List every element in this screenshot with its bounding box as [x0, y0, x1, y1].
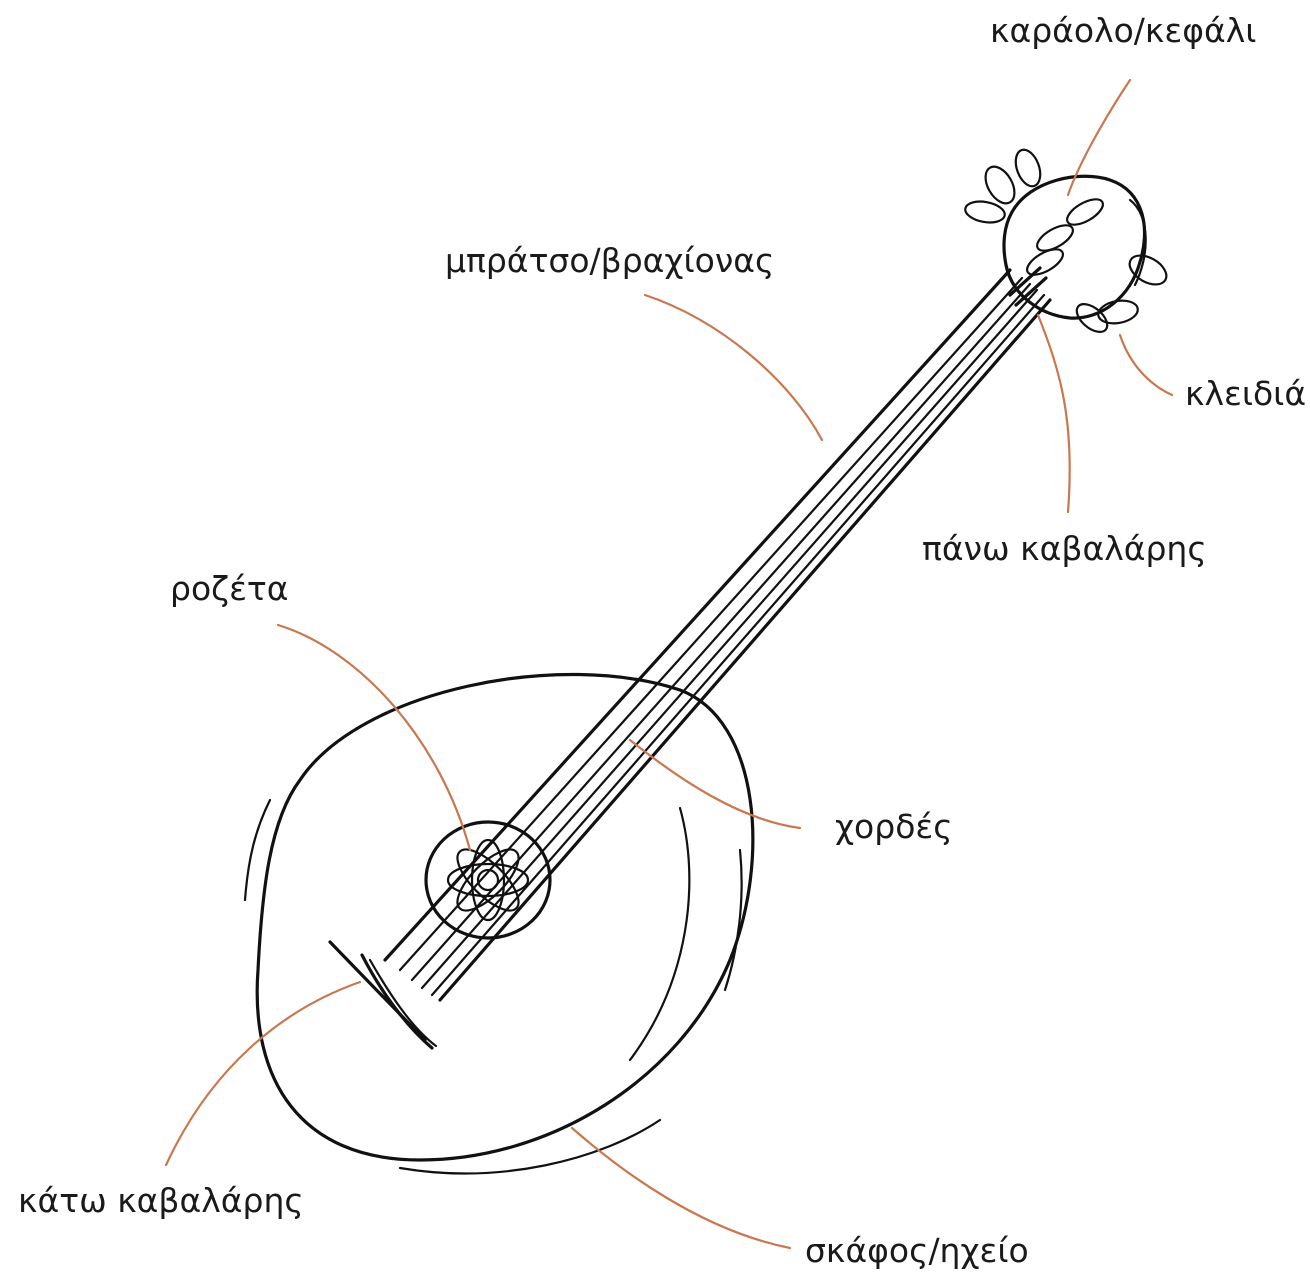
- label-upper-bridge: πάνω καβαλάρης: [922, 529, 1207, 568]
- body-drawing: [245, 674, 753, 1173]
- head-drawing: [1004, 176, 1146, 318]
- label-body: σκάφος/ηχείο: [805, 1231, 1029, 1270]
- leader-pegs: [1120, 335, 1172, 395]
- label-neck: μπράτσο/βραχίονας: [445, 241, 774, 280]
- label-lower-bridge: κάτω καβαλάρης: [18, 1181, 304, 1220]
- leader-body: [572, 1128, 790, 1248]
- label-strings: χορδές: [835, 807, 953, 846]
- lower-bridge-drawing: [330, 942, 436, 1048]
- leader-upper-bridge: [1038, 315, 1070, 512]
- leader-lower-bridge: [166, 982, 360, 1165]
- leader-rosette: [278, 625, 470, 850]
- label-head: καράολο/κεφάλι: [990, 11, 1256, 50]
- leader-neck: [645, 295, 822, 440]
- label-rosette: ροζέτα: [170, 569, 289, 608]
- label-pegs: κλειδιά: [1185, 374, 1306, 413]
